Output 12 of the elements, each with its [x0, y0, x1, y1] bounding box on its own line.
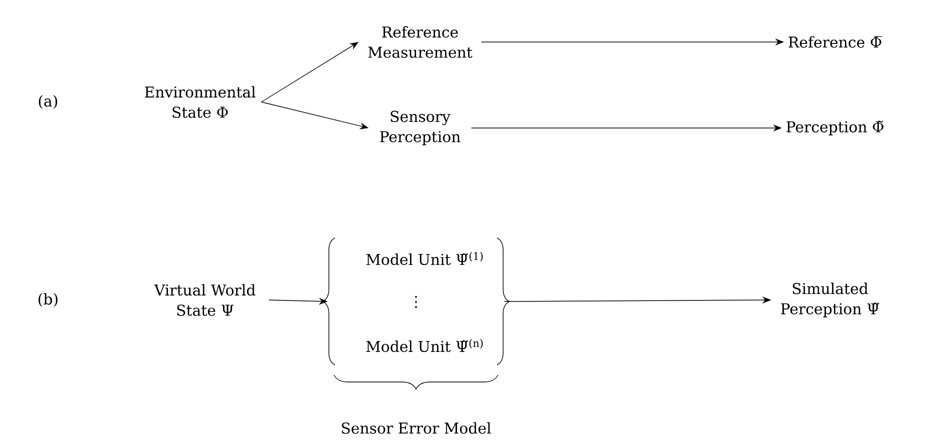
panel-label: (b) — [38, 293, 58, 307]
text-label: Virtual World State Ψ — [154, 284, 256, 316]
text-label: Reference Measurement — [368, 26, 472, 58]
vertical-dots: ⋮ — [415, 296, 417, 308]
text-label: Model Unit Ψ̃$^{(n)}$ — [366, 338, 483, 352]
text-label: Perception Φ̃ — [786, 120, 884, 136]
text-label: Model Unit Ψ̃$^{(1)}$ — [366, 252, 483, 266]
text-label: Reference Φ̅ — [788, 36, 882, 48]
text-label: Environmental State Φ — [144, 86, 256, 118]
text-label: Simulated Perception Ψ̃ — [781, 282, 880, 318]
panel-label: (a) — [38, 95, 58, 109]
text-label: Sensory Perception — [380, 110, 460, 146]
